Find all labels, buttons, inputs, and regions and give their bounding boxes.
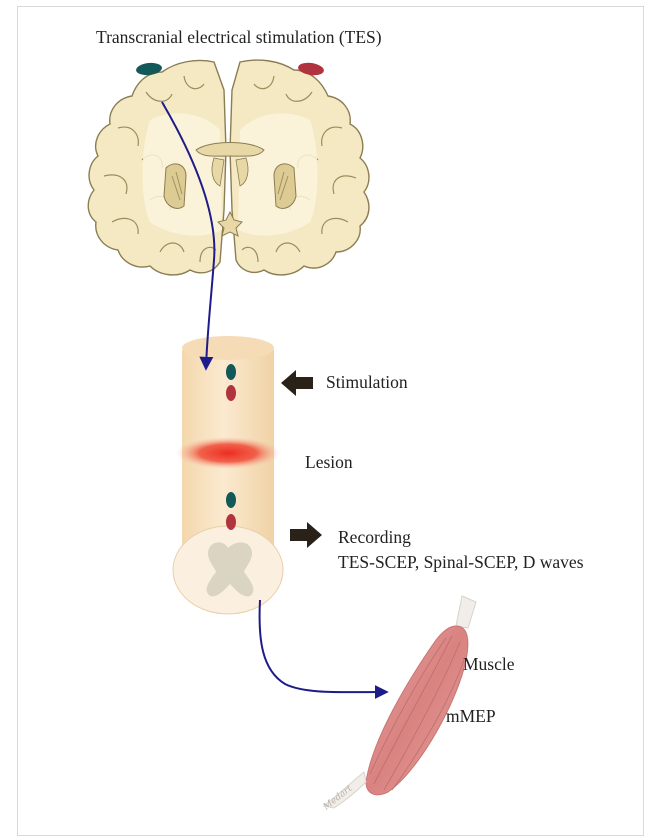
muscle xyxy=(324,596,476,808)
recording-detail-label: TES-SCEP, Spinal-SCEP, D waves xyxy=(338,552,584,572)
lesion xyxy=(176,437,280,469)
recording-arrow xyxy=(290,522,322,548)
stimulation-label: Stimulation xyxy=(326,372,408,392)
lesion-label: Lesion xyxy=(305,452,353,472)
peripheral-pathway-arrow xyxy=(260,600,386,692)
brain-coronal-section xyxy=(88,60,369,275)
cord-electrode-red-upper xyxy=(226,385,236,401)
stimulation-arrow xyxy=(281,370,313,396)
mmep-label: mMEP xyxy=(446,706,496,726)
cord-electrode-teal-lower xyxy=(226,492,236,508)
artist-signature: Medart xyxy=(321,784,355,813)
cord-electrode-red-lower xyxy=(226,514,236,530)
figure-title: Transcranial electrical stimulation (TES… xyxy=(96,27,382,47)
cord-electrode-teal-upper xyxy=(226,364,236,380)
recording-label: Recording xyxy=(338,527,411,547)
muscle-label: Muscle xyxy=(463,654,515,674)
